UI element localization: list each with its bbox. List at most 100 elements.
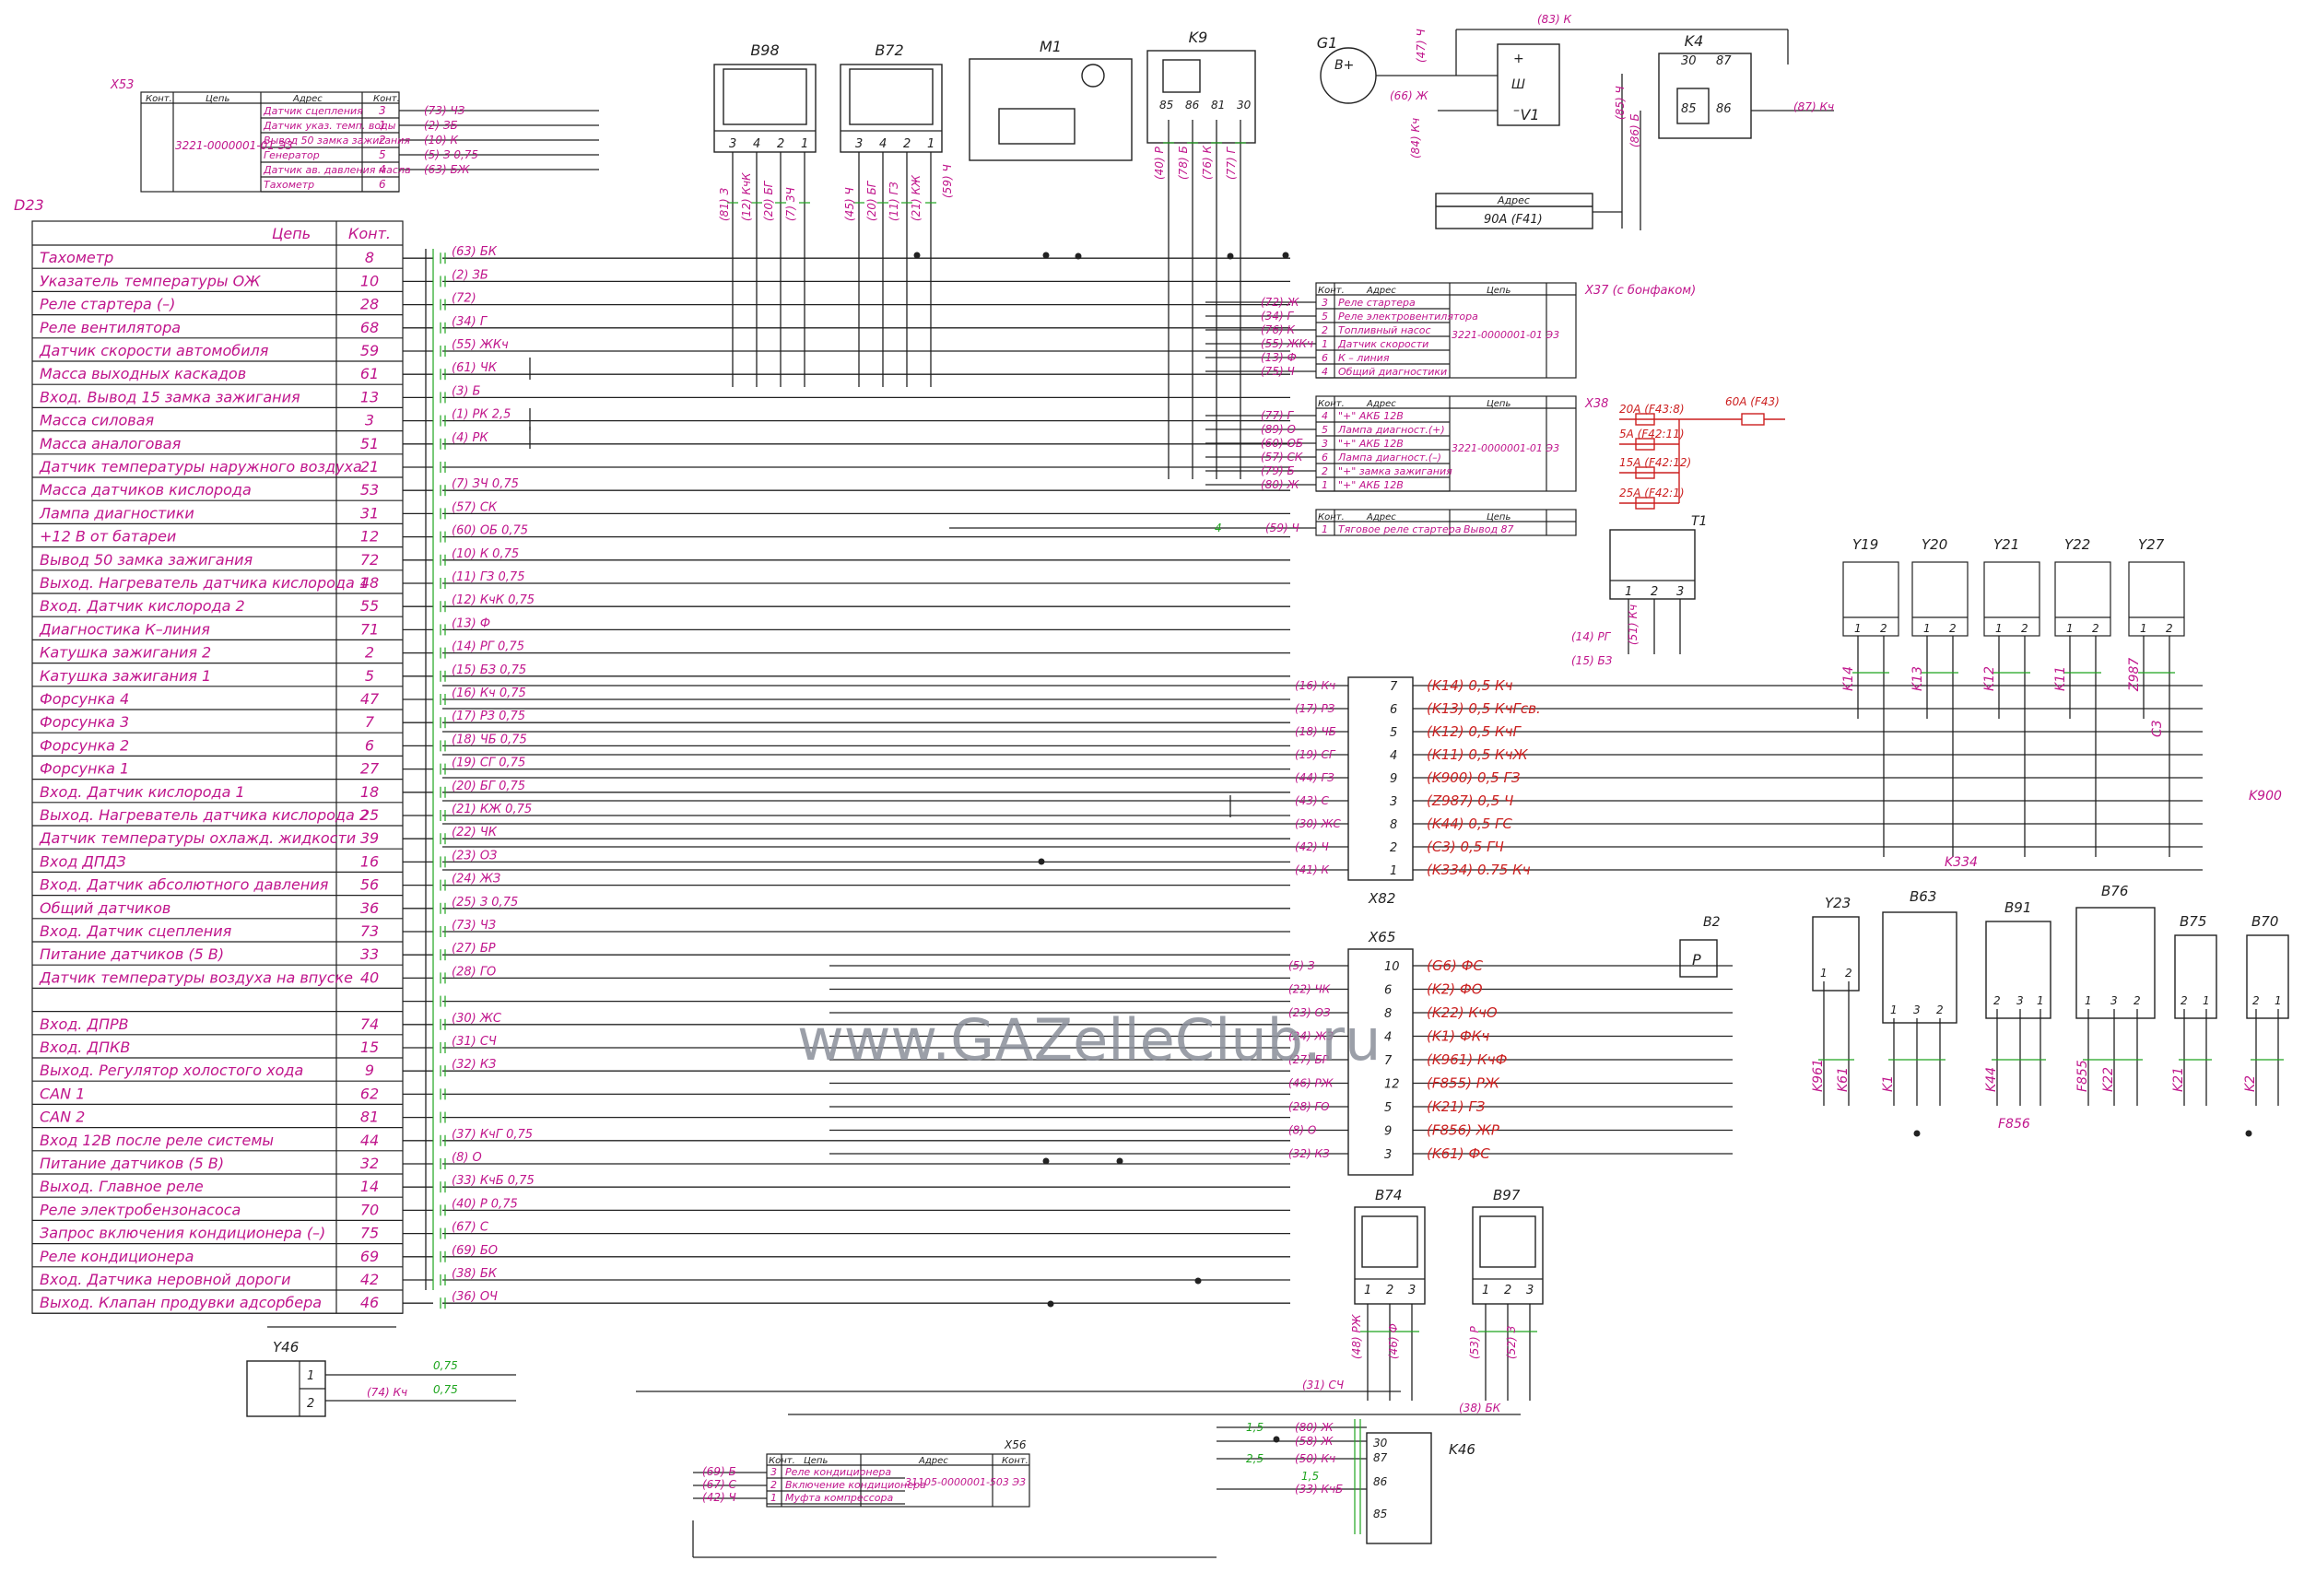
d23-wire-label: (21) КЖ 0,75 [452, 803, 532, 816]
x53-row-addr: Датчик указ. темп. воды [263, 120, 396, 132]
k9-pin: 81 [1211, 99, 1225, 111]
d23-row-pin: 53 [360, 481, 379, 499]
x56-wire-label: (67) С [702, 1478, 736, 1491]
x53-part: 3221-0000001-01 Э3 [175, 139, 293, 152]
d23-row-pin: 44 [360, 1132, 379, 1149]
junction-dot [1075, 252, 1082, 260]
x38-part: 3221-0000001-01 Э3 [1452, 442, 1559, 454]
d23-wire-label: (13) Ф [452, 616, 490, 630]
component-id-v1: V1 [1520, 106, 1539, 123]
d23-row-pin: 25 [360, 806, 379, 824]
x82-wire-label: (41) К [1295, 863, 1329, 876]
k4-pin: 30 [1681, 54, 1697, 68]
d23-row-name: Выход. Нагреватель датчика кислорода 1 [40, 574, 369, 592]
b72-wire-label: (45) Ч [843, 187, 856, 221]
d23-row-pin: 16 [360, 852, 379, 870]
d23-wire-label: (19) СГ 0,75 [452, 757, 525, 770]
x65-harness-label: (K961) КчФ [1427, 1051, 1507, 1068]
d23-row-pin: 27 [360, 760, 380, 778]
x37-wire-label: (72) Ж [1261, 296, 1299, 309]
k46-wire-label: (80) Ж [1295, 1421, 1334, 1434]
k46-wire-label: (33) КчБ [1295, 1483, 1343, 1496]
d23-wire-label: (10) К 0,75 [452, 547, 519, 561]
d23-wire-label: (1) РК 2,5 [452, 408, 511, 422]
x38-row-pin: 3 [1322, 438, 1328, 450]
k4-wire-label: (84) Кч [1409, 118, 1422, 158]
sensor-pin: 3 [2016, 994, 2024, 1007]
d23-wire-label: (27) БР [452, 942, 496, 956]
x65-pin: 10 [1384, 960, 1400, 974]
x37-part: 3221-0000001-01 Э3 [1452, 329, 1559, 341]
x82-wire-label: (43) С [1295, 794, 1329, 807]
component-id-k9: K9 [1189, 29, 1208, 46]
starter-header: Адрес [1366, 512, 1396, 522]
b74-wire-label: (48) РЖ [1350, 1313, 1363, 1359]
y46-pin: 1 [307, 1369, 314, 1383]
x37-row-pin: 5 [1322, 311, 1328, 323]
y27-extra-label: C3 [2150, 720, 2165, 737]
b98-wire-label: (20) БГ [762, 180, 775, 221]
injector-id: Y20 [1922, 536, 1947, 553]
d23-wire-label: (73) ЧЗ [452, 919, 496, 933]
x56-id: X56 [1004, 1438, 1027, 1451]
d23-row-pin: 75 [360, 1225, 379, 1242]
x65-pin: 9 [1384, 1125, 1392, 1139]
x65-pin: 8 [1384, 1007, 1392, 1021]
x37-wire-label: (75) Ч [1261, 365, 1295, 378]
d23-row-pin: 55 [360, 597, 379, 615]
sensor-pin: 1 [1890, 1003, 1898, 1016]
x65-wire-label: (22) ЧК [1288, 983, 1331, 996]
x82-wire-label: (17) РЗ [1295, 702, 1335, 715]
d23-row-pin: 71 [360, 620, 379, 638]
component-id-b72: B72 [875, 41, 903, 59]
injector-pin: 1 [2066, 622, 2074, 635]
d23-row-name: Реле вентилятора [40, 319, 181, 336]
b2-id: B2 [1703, 915, 1721, 930]
d23-wire-label: (60) ОБ 0,75 [452, 524, 528, 538]
g1-wire-label: (66) Ж [1390, 89, 1428, 102]
x82-id: X82 [1368, 890, 1395, 907]
x38-row-pin: 5 [1322, 424, 1328, 436]
d23-row-name: Датчик скорости автомобиля [39, 342, 269, 359]
x82-harness-label: (K900) 0,5 ГЗ [1427, 769, 1521, 786]
x56-row-pin: 1 [770, 1492, 777, 1504]
x38-row-addr: "+" АКБ 12В [1338, 479, 1404, 491]
d23-row-pin: 15 [360, 1039, 379, 1056]
x65-pin: 12 [1384, 1078, 1400, 1092]
d23-wire-label: (7) ЗЧ 0,75 [452, 477, 519, 491]
injector-wire-label: Z987 [2127, 658, 2142, 692]
d23-row-name: Выход. Клапан продувки адсорбера [40, 1294, 322, 1311]
f856-label: F856 [1998, 1117, 2030, 1132]
x82-pin: 7 [1390, 680, 1398, 694]
sensor-pin: 1 [2275, 994, 2282, 1007]
b74-pin: 2 [1386, 1284, 1393, 1297]
connector-pin: 2 [903, 137, 911, 151]
x37-row-pin: 2 [1322, 324, 1328, 336]
k4-pin: 85 [1681, 102, 1697, 116]
b97-pin: 3 [1526, 1284, 1534, 1297]
d23-row-name: Форсунка 2 [40, 736, 129, 754]
x37-row-pin: 3 [1322, 297, 1328, 309]
sensor-pin: 1 [2203, 994, 2210, 1007]
g1-wire-label: (47) Ч [1415, 29, 1428, 63]
b72-wire-label: (21) КЖ [910, 174, 923, 221]
x53-row-pin: 4 [379, 163, 386, 176]
x56-wire-label: (42) Ч [702, 1491, 736, 1504]
b74-wire-label: (46) Ф [1387, 1323, 1400, 1359]
b97-pin: 1 [1482, 1284, 1489, 1297]
x53-row-pin: 2 [379, 134, 386, 147]
sensor-wire-label: F855 [2075, 1060, 2090, 1092]
d23-row-pin: 42 [360, 1271, 379, 1288]
sensor-pin: 2 [1845, 967, 1852, 980]
d23-row-name: Вход. Датчик сцепления [40, 922, 232, 940]
m1-wire-label: (59) Ч [941, 164, 954, 198]
x82-wire-label: (42) Ч [1295, 840, 1329, 853]
d23-wire-label: (16) Кч 0,75 [452, 687, 526, 700]
x37-header: Адрес [1366, 286, 1396, 296]
component-id-b98: B98 [750, 41, 779, 59]
d23-row-name: Масса выходных каскадов [40, 365, 246, 382]
x53-row-pin: 6 [379, 178, 386, 191]
x56-wire-label: (69) Б [702, 1465, 736, 1478]
x37-row-pin: 4 [1322, 366, 1328, 378]
x65-wire-label: (46) РЖ [1288, 1077, 1334, 1090]
